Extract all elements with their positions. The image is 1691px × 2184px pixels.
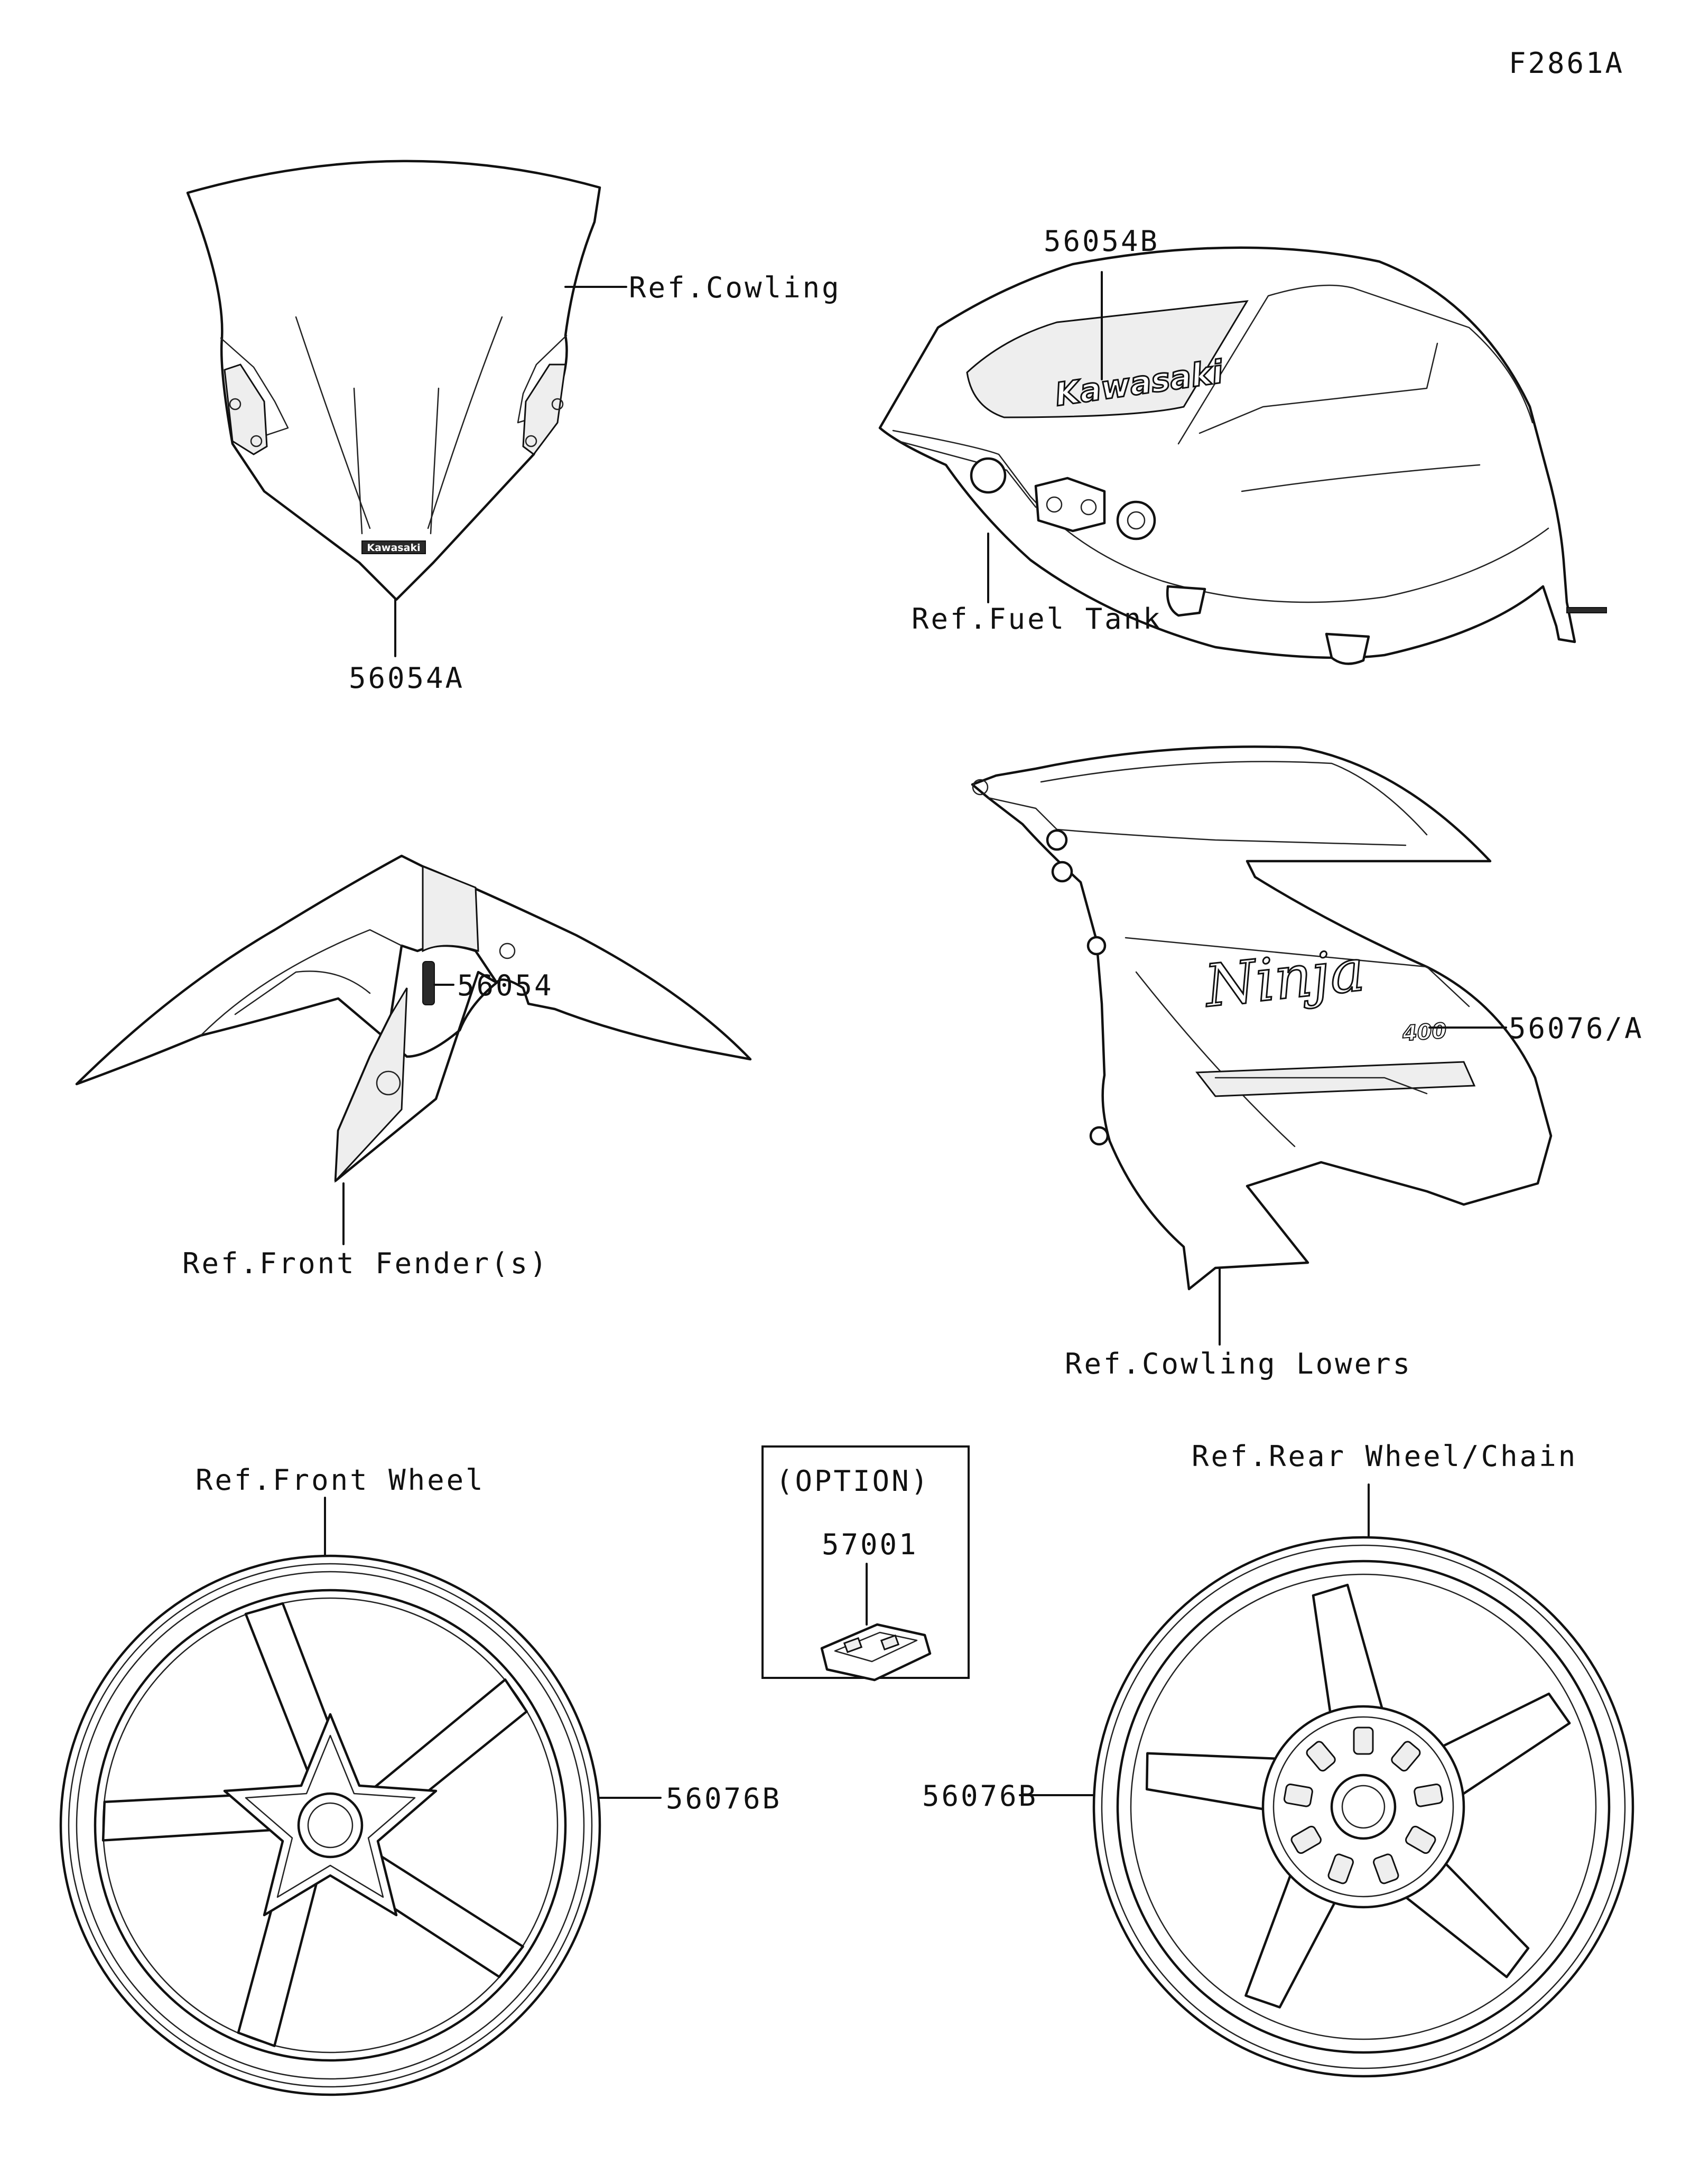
label-ref-front-wheel: Ref.Front Wheel (196, 1463, 485, 1497)
fuel-tank-illustration: Kawasaki (878, 246, 1607, 665)
label-ref-rear-wheel: Ref.Rear Wheel/Chain (1192, 1440, 1577, 1473)
label-front-wheel-part: 56076B (666, 1782, 782, 1815)
label-ref-front-fender: Ref.Front Fender(s) (182, 1247, 549, 1280)
cowling-illustration: Ninja 400 (971, 745, 1553, 1346)
label-ref-fuel-tank: Ref.Fuel Tank (912, 602, 1163, 636)
option-box (761, 1445, 970, 1682)
windshield-illustration: Kawasaki (186, 160, 627, 657)
cowling-decal-badge: 400 (1401, 1019, 1447, 1046)
label-rear-wheel-part: 56076B (922, 1779, 1038, 1813)
label-option-part: 57001 (822, 1528, 918, 1561)
windshield-decal-text: Kawasaki (367, 542, 420, 554)
label-ref-cowling-lowers: Ref.Cowling Lowers (1065, 1347, 1412, 1380)
option-clip-illustration (820, 1623, 932, 1682)
label-fender-part: 56054 (457, 969, 554, 1002)
figure-id: F2861A (1509, 46, 1624, 80)
option-title: (OPTION) (776, 1464, 930, 1498)
label-tank-part: 56054B (1044, 225, 1159, 258)
rear-wheel-illustration (1019, 1483, 1634, 2078)
label-ref-cowling: Ref.Cowling (629, 271, 841, 304)
front-fender-illustration (75, 854, 752, 1245)
label-cowling-part: 56076/A (1509, 1012, 1644, 1045)
front-wheel-illustration (59, 1497, 662, 2096)
label-windshield-part: 56054A (349, 661, 464, 695)
